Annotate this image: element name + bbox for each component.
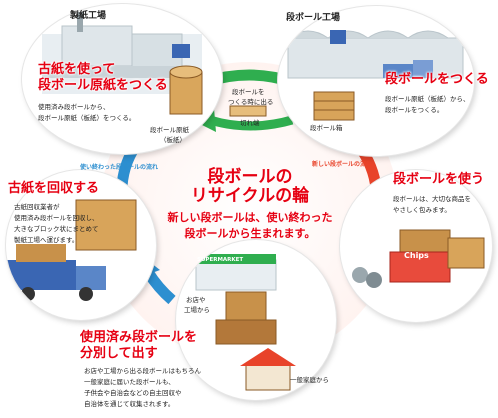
step-collect-title: 古紙を回収する	[8, 181, 100, 196]
collect-circle	[6, 170, 156, 320]
step-make-box-desc-2: 段ボールをつくる。	[385, 106, 444, 114]
step-collect-desc-1: 古紙回収業者が	[14, 203, 60, 211]
paper-mill-label: 製紙工場	[70, 11, 107, 21]
step-make-box-title: 段ボールをつくる	[385, 72, 489, 87]
box-factory-label: 段ボール工場	[286, 13, 341, 23]
collect-illustration	[6, 199, 137, 301]
green-arrow-return	[196, 108, 294, 132]
step-make-board-desc-2: 段ボール原紙（板紙）をつくる。	[38, 114, 136, 122]
step-make-board-title-1: 古紙を使って	[38, 62, 116, 77]
step-put-out-desc-3: 子供会や自治会などの自主回収や	[84, 389, 182, 397]
offcuts-icon	[229, 105, 267, 117]
step-collect-desc-3: 大きなブロック状にまとめて	[14, 225, 99, 233]
step-put-out-title-2: 分別して出す	[80, 346, 158, 361]
step-put-out-desc-4: 自治体を通じて収集されます。	[84, 400, 175, 408]
center-sub-1: 新しい段ボールは、使い終わった	[167, 211, 333, 224]
put-out-circle	[176, 240, 336, 400]
paper-mill-circle	[22, 4, 222, 154]
box-factory-illustration	[287, 30, 464, 79]
used-flow-label: 使い終わった段ボールの流れ	[80, 164, 159, 171]
new-flow-label: 新しい段ボールの流れ	[312, 161, 373, 168]
step-put-out-title-1: 使用済み段ボールを	[80, 330, 198, 345]
offcut-label-1: 段ボールを	[232, 88, 265, 96]
box-label: 段ボール箱	[310, 124, 343, 132]
step-make-box-desc-1: 段ボール原紙（板紙）から、	[385, 95, 470, 103]
use-box-circle	[340, 170, 492, 322]
shop-label-2: 工場から	[184, 306, 210, 314]
step-collect-desc-4: 製紙工場へ運びます。	[14, 236, 79, 244]
step-make-board-title-2: 段ボール原紙をつくる	[38, 78, 168, 93]
step-put-out-desc-1: お店や工場から出る段ボールはもちろん	[84, 367, 201, 375]
step-use-box-title: 段ボールを使う	[393, 172, 485, 187]
step-collect-desc-2: 使用済み段ボールを回収し、	[14, 214, 99, 222]
step-make-board-desc-1: 使用済み段ボールから、	[38, 103, 110, 111]
step-use-box-desc-1: 段ボールは、大切な商品を	[393, 195, 471, 203]
use-box-illustration	[352, 229, 485, 288]
shop-label-1: お店や	[186, 296, 206, 304]
board-roll-label-1: 段ボール原紙	[150, 126, 189, 134]
cardboard-stack-icon	[313, 91, 355, 121]
board-roll-label-2: （板紙）	[160, 136, 186, 144]
offcut-label-3: 切れ端	[240, 119, 260, 127]
paper-roll-icon	[169, 65, 203, 115]
center-sub-2: 段ボールから生まれます。	[184, 227, 316, 240]
put-out-illustration	[195, 254, 296, 391]
step-use-box-desc-2: やさしく包みます。	[393, 206, 451, 214]
center-title-1: 段ボールの	[207, 167, 293, 187]
offcut-label-2: つくる時に出る	[228, 98, 274, 106]
supermarket-sign: SUPERMARKET	[197, 257, 244, 263]
step-put-out-desc-2: 一般家庭に届いた段ボールも、	[84, 378, 175, 386]
home-label: 一般家庭から	[290, 376, 329, 384]
chips-label: Chips	[404, 251, 429, 260]
box-factory-circle	[278, 6, 474, 156]
center-title-2: リサイクルの輪	[190, 186, 310, 206]
